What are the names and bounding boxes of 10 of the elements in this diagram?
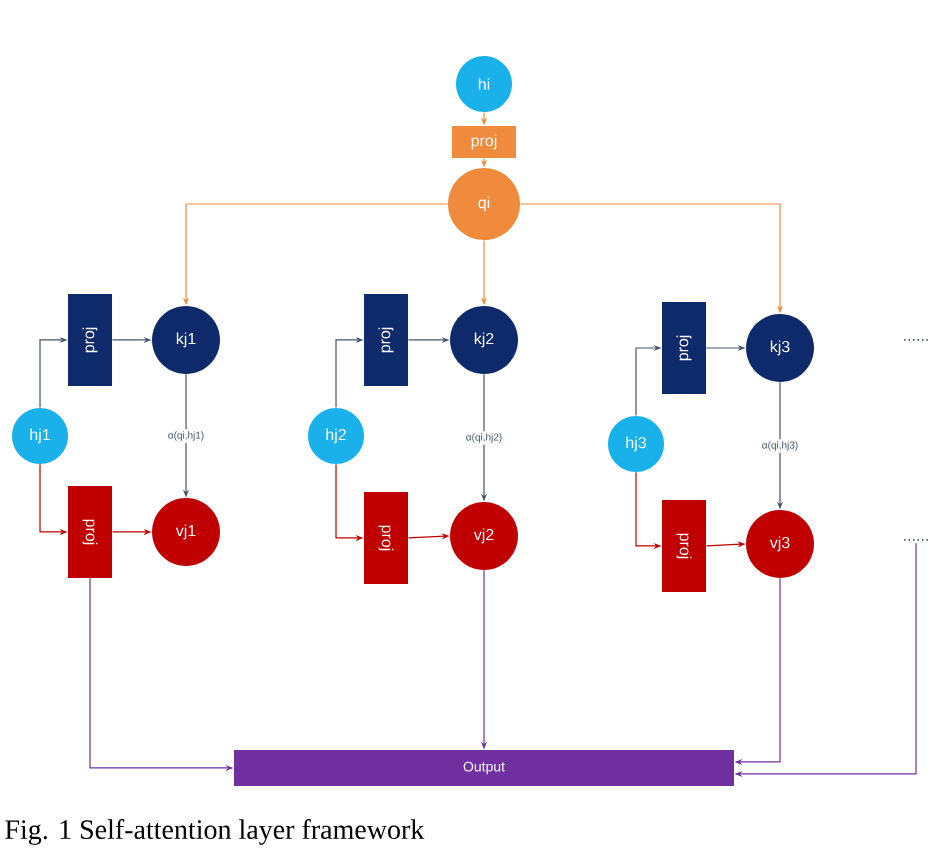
ellipsis-text: ......: [904, 339, 928, 341]
caption: Fig. 1 Self-attention layer framework: [5, 819, 425, 845]
projection-box: proj: [68, 293, 112, 386]
projection-box: proj: [452, 126, 516, 158]
projection-box: proj: [662, 301, 706, 394]
projection-box: proj: [662, 499, 706, 592]
projection-box: proj: [364, 293, 408, 386]
projection-box: proj: [68, 486, 112, 578]
ellipsis-text: ......: [904, 539, 928, 541]
projection-box: proj: [364, 491, 408, 584]
